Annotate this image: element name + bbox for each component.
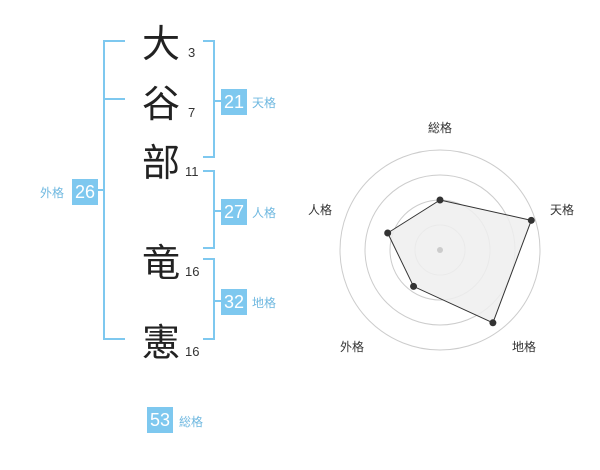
soukaku-label: 総格 — [179, 415, 204, 429]
name-char-2: 谷 — [141, 82, 180, 126]
radar-axis-label: 地格 — [512, 339, 536, 354]
chikaku-label: 地格 — [252, 296, 277, 310]
radar-point-3 — [489, 319, 497, 327]
radar-axis-label: 天格 — [550, 202, 574, 217]
tenkaku-label: 天格 — [252, 96, 277, 110]
jinkaku-label: 人格 — [252, 206, 277, 220]
stroke-count-3: 11 — [185, 164, 199, 179]
tenkaku-value: 21 — [221, 89, 247, 115]
gaikaku-value: 26 — [72, 179, 98, 205]
radar-point-5 — [384, 229, 392, 237]
name-char-5: 憲 — [141, 321, 180, 365]
name-char-4: 竜 — [141, 241, 180, 285]
radar-ring-4 — [339, 149, 541, 351]
radar-axis-label: 外格 — [340, 339, 364, 354]
chikaku-value: 32 — [221, 289, 247, 315]
radar-axis-label: 人格 — [308, 202, 332, 217]
stroke-count-2: 7 — [188, 105, 196, 120]
radar-point-1 — [436, 196, 444, 204]
gaikaku-label: 外格 — [40, 186, 65, 200]
jinkaku-value: 27 — [221, 199, 247, 225]
stroke-count-4: 16 — [185, 264, 200, 279]
stroke-count-1: 3 — [188, 45, 196, 60]
jinkaku-bracket — [203, 170, 215, 249]
stroke-count-5: 16 — [185, 344, 200, 359]
name-char-3: 部 — [141, 141, 180, 185]
soukaku-value: 53 — [147, 407, 173, 433]
radar-axis-label: 総格 — [428, 120, 452, 135]
radar-point-2 — [527, 216, 535, 224]
radar-point-4 — [410, 282, 418, 290]
radar-center-dot — [437, 247, 443, 253]
tenkaku-bracket — [203, 40, 215, 158]
radar-polygon — [387, 199, 532, 324]
chikaku-bracket — [203, 258, 215, 340]
name-char-1: 大 — [141, 22, 180, 66]
